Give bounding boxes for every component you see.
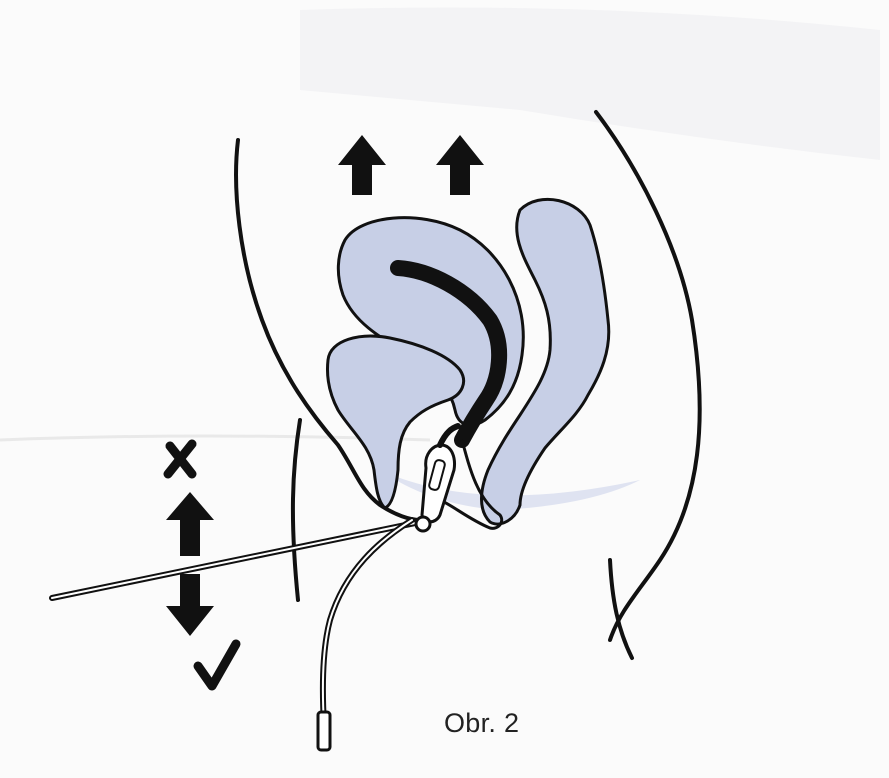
- arrow-up-icon: [338, 135, 386, 195]
- cross-icon: [168, 444, 192, 474]
- figure-caption: Obr. 2: [444, 708, 519, 739]
- probe-cable: [318, 520, 412, 750]
- insertion-rod: [52, 517, 430, 598]
- checkmark-icon: [198, 644, 236, 686]
- arrow-up-icon: [436, 135, 484, 195]
